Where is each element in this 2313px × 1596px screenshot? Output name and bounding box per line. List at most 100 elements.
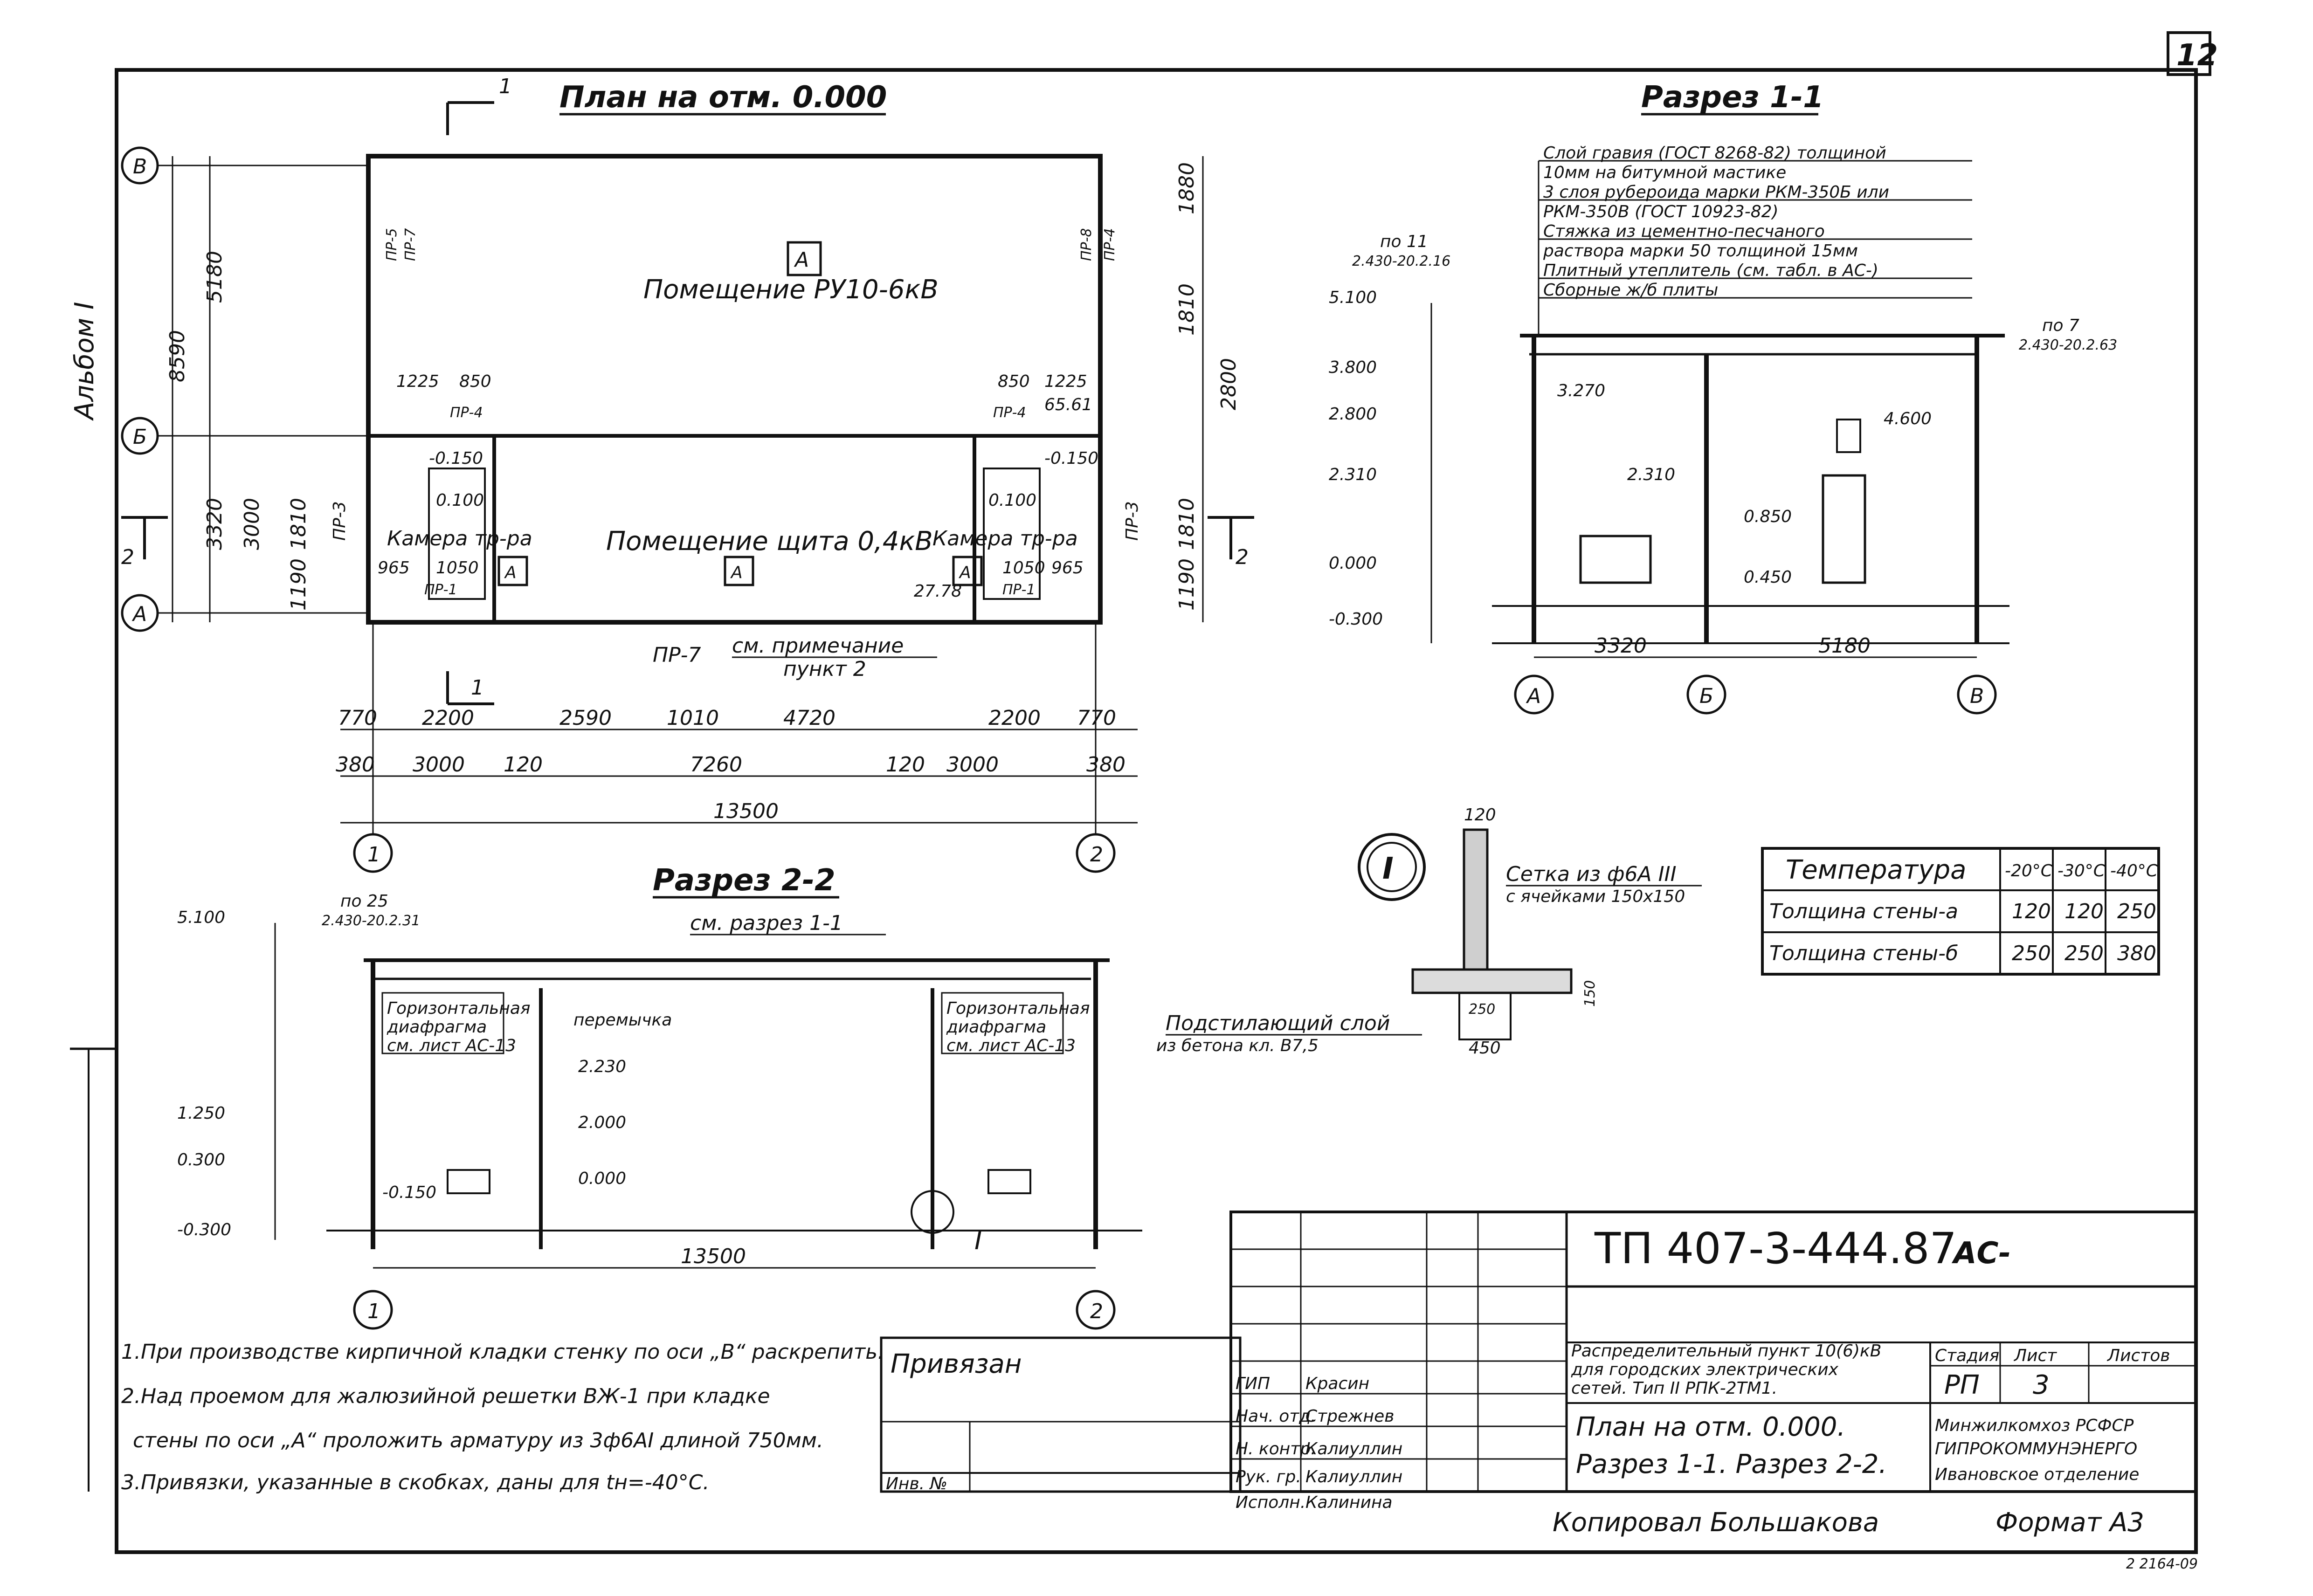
chamber-left: Камера тр-ра <box>387 527 532 550</box>
svg-text:0.850: 0.850 <box>1744 507 1792 526</box>
svg-text:1190: 1190 <box>1175 558 1199 611</box>
svg-text:2: 2 <box>121 545 134 569</box>
notes: 1.При производстве кирпичной кладки стен… <box>121 1340 884 1494</box>
svg-text:1: 1 <box>471 676 484 700</box>
svg-text:3320: 3320 <box>1595 634 1647 658</box>
svg-text:1810: 1810 <box>287 498 311 550</box>
plan-view: План на отм. 0.000 А А А А Помещение РУ1… <box>121 75 1254 873</box>
svg-text:4720: 4720 <box>783 706 835 730</box>
svg-text:РКМ-350В (ГОСТ 10923-82): РКМ-350В (ГОСТ 10923-82) <box>1543 202 1779 221</box>
svg-text:-0.150: -0.150 <box>429 449 483 468</box>
svg-text:ПР-8: ПР-8 <box>1078 228 1095 261</box>
svg-text:ГИПРОКОММУНЭНЕРГО: ГИПРОКОММУНЭНЕРГО <box>1935 1439 2137 1458</box>
svg-text:965: 965 <box>378 558 410 578</box>
format-label: Формат А3 <box>1995 1507 2144 1538</box>
svg-text:диафрагма: диафрагма <box>946 1018 1046 1037</box>
svg-text:850: 850 <box>459 372 491 391</box>
svg-text:0.450: 0.450 <box>1744 568 1792 587</box>
svg-text:7260: 7260 <box>690 753 742 777</box>
axis-1: 1 <box>367 843 380 867</box>
svg-text:2: 2 <box>1236 545 1249 569</box>
svg-text:0.300: 0.300 <box>177 1150 225 1169</box>
plan-outline <box>366 154 1103 625</box>
svg-text:ПР-1: ПР-1 <box>1002 582 1036 598</box>
svg-text:ПР-3: ПР-3 <box>1123 501 1142 541</box>
sec22-title: Разрез 2-2 <box>653 863 835 898</box>
svg-text:ГИП: ГИП <box>1236 1374 1270 1393</box>
inventory-number: 2 2164-09 <box>2126 1556 2198 1572</box>
svg-text:3 слоя рубероида марки РКМ-350: 3 слоя рубероида марки РКМ-350Б или <box>1543 183 1889 202</box>
svg-text:Минжилкомхоз РСФСР: Минжилкомхоз РСФСР <box>1935 1416 2134 1435</box>
svg-text:Калиуллин: Калиуллин <box>1305 1467 1402 1486</box>
node-label: I <box>1382 852 1394 886</box>
svg-text:250: 250 <box>2012 942 2051 965</box>
svg-text:-20°С: -20°С <box>2005 861 2053 881</box>
svg-text:Инв. №: Инв. № <box>886 1474 947 1493</box>
svg-text:-0.300: -0.300 <box>1329 610 1383 629</box>
svg-text:Ивановское отделение: Ивановское отделение <box>1935 1465 2139 1484</box>
svg-text:2.430-20.2.16: 2.430-20.2.16 <box>1352 253 1450 269</box>
svg-text:850: 850 <box>998 372 1030 391</box>
svg-text:965: 965 <box>1051 558 1084 578</box>
svg-text:2: 2 <box>1090 1300 1103 1323</box>
svg-text:2590: 2590 <box>559 706 612 730</box>
svg-text:Калинина: Калинина <box>1305 1493 1393 1512</box>
svg-text:А: А <box>730 563 743 582</box>
svg-text:5.100: 5.100 <box>177 908 225 927</box>
svg-text:Слой гравия (ГОСТ 8268-82) тол: Слой гравия (ГОСТ 8268-82) толщиной <box>1543 144 1886 163</box>
svg-text:А: А <box>504 563 517 582</box>
section-2-2: Разрез 2-2 по 25 2.430-20.2.31 см. разре… <box>177 863 1142 1330</box>
svg-text:8590: 8590 <box>166 330 189 382</box>
svg-text:А: А <box>959 563 971 582</box>
sec11-title: Разрез 1-1 <box>1641 80 1824 115</box>
svg-text:1.При производстве кирпичной к: 1.При производстве кирпичной кладки стен… <box>121 1340 884 1364</box>
svg-text:770: 770 <box>1077 706 1116 730</box>
album-label: Альбом I <box>69 302 100 421</box>
svg-text:2.230: 2.230 <box>578 1057 626 1076</box>
svg-text:А: А <box>794 248 809 272</box>
svg-text:1225: 1225 <box>1044 372 1087 391</box>
svg-text:сетей. Тип II РПК-2ТМ1.: сетей. Тип II РПК-2ТМ1. <box>1571 1379 1777 1398</box>
svg-text:ПР-1: ПР-1 <box>424 582 457 598</box>
svg-text:1: 1 <box>367 1300 380 1323</box>
svg-text:АС-: АС- <box>1951 1236 2011 1271</box>
svg-text:2800: 2800 <box>1217 358 1241 410</box>
svg-text:2.430-20.2.63: 2.430-20.2.63 <box>2019 337 2117 353</box>
sheet-frame <box>115 68 2198 1554</box>
svg-text:Толщина стены-а: Толщина стены-а <box>1769 900 1958 923</box>
svg-text:770: 770 <box>338 706 377 730</box>
svg-text:см. лист АС-13: см. лист АС-13 <box>946 1036 1076 1055</box>
svg-text:-0.150: -0.150 <box>382 1183 436 1202</box>
svg-text:Горизонтальная: Горизонтальная <box>946 999 1090 1018</box>
svg-text:0.100: 0.100 <box>988 491 1036 510</box>
svg-text:120: 120 <box>1464 805 1496 825</box>
svg-text:Подстилающий слой: Подстилающий слой <box>1166 1011 1390 1035</box>
axis-v-top: В <box>133 155 147 179</box>
svg-text:3: 3 <box>2033 1370 2050 1400</box>
svg-text:0.100: 0.100 <box>436 491 484 510</box>
doc-code: ТП 407-3-444.87 <box>1594 1224 1957 1273</box>
svg-text:2200: 2200 <box>988 706 1041 730</box>
svg-text:450: 450 <box>1469 1039 1501 1058</box>
svg-text:для городских электрических: для городских электрических <box>1571 1360 1839 1379</box>
svg-text:120: 120 <box>2064 900 2104 923</box>
svg-text:2.310: 2.310 <box>1627 465 1675 484</box>
svg-text:раствора марки 50 толщиной 15м: раствора марки 50 толщиной 15мм <box>1543 241 1858 261</box>
svg-text:перемычка: перемычка <box>573 1011 672 1030</box>
svg-text:5180: 5180 <box>1818 634 1871 658</box>
svg-text:-0.300: -0.300 <box>177 1220 231 1239</box>
svg-text:с ячейками 150х150: с ячейками 150х150 <box>1506 887 1685 906</box>
svg-text:150: 150 <box>1582 980 1598 1007</box>
svg-text:ПР-4: ПР-4 <box>1102 228 1118 261</box>
svg-text:-40°С: -40°С <box>2110 861 2158 881</box>
svg-text:380: 380 <box>1086 753 1125 777</box>
svg-text:4.600: 4.600 <box>1884 409 1932 428</box>
svg-text:Стадия: Стадия <box>1935 1346 1999 1365</box>
svg-text:2.Над проемом для жалюзийной р: 2.Над проемом для жалюзийной решетки ВЖ-… <box>121 1384 770 1408</box>
svg-text:2.430-20.2.31: 2.430-20.2.31 <box>322 913 420 929</box>
svg-text:250: 250 <box>2117 900 2156 923</box>
svg-text:Плитный утеплитель (см. табл.: Плитный утеплитель (см. табл. в АС-) <box>1543 261 1878 280</box>
room-board: Помещение щита 0,4кВ <box>606 526 933 557</box>
svg-text:1880: 1880 <box>1175 162 1199 214</box>
svg-text:380: 380 <box>336 753 375 777</box>
